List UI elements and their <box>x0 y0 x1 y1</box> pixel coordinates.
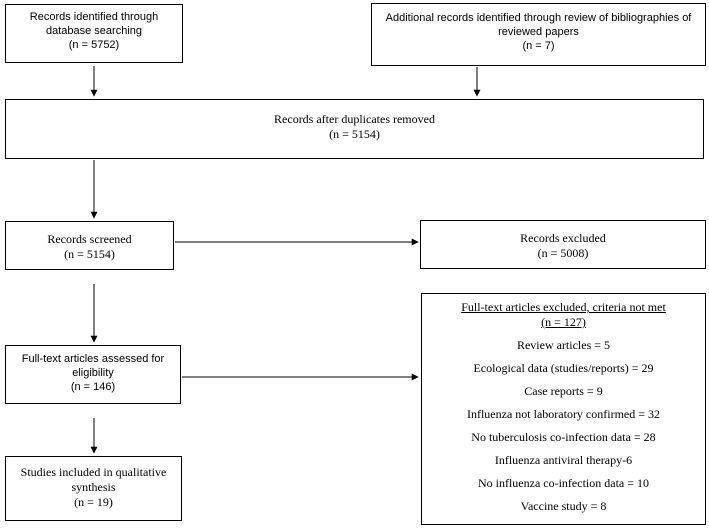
box-line: (n = 5752) <box>68 39 120 51</box>
fulltext-assessed-box: Full-text articles assessed for eligibil… <box>5 345 181 404</box>
exclusion-reason: No tuberculosis co-infection data = 28 <box>471 430 656 444</box>
box-line: eligibility <box>72 367 114 379</box>
box-line: (n = 5154) <box>329 127 380 141</box>
box-line: Records after duplicates removed <box>274 112 435 126</box>
box-line: (n = 19) <box>74 495 113 509</box>
excluded-count: (n = 127) <box>541 315 586 329</box>
exclusion-reason: Influenza antiviral therapy-6 <box>494 453 633 467</box>
studies-included-box: Studies included in qualitative synthesi… <box>5 456 182 521</box>
box-line: Additional records identified through re… <box>385 12 692 24</box>
exclusion-reason: Case reports = 9 <box>524 384 603 398</box>
exclusion-reason: Influenza not laboratory confirmed = 32 <box>466 407 661 421</box>
box-line: Studies included in qualitative <box>20 465 167 479</box>
exclusion-reason: Review articles = 5 <box>516 338 611 352</box>
box-line: (n = 146) <box>70 381 116 393</box>
additional-records-box: Additional records identified through re… <box>371 3 706 66</box>
box-line: Records screened <box>47 232 132 246</box>
exclusion-reason: Vaccine study = 8 <box>520 499 607 513</box>
box-line: Full-text articles assessed for <box>21 353 165 365</box>
exclusion-reason: Ecological data (studies/reports) = 29 <box>473 361 654 375</box>
box-line: (n = 7) <box>522 40 555 52</box>
box-line: Records excluded <box>520 231 606 245</box>
excluded-title: Full-text articles excluded, criteria no… <box>461 300 666 314</box>
box-line: synthesis <box>71 480 116 494</box>
box-line: (n = 5008) <box>537 246 589 260</box>
box-line: database searching <box>45 25 142 37</box>
records-excluded-box: Records excluded (n = 5008) <box>420 220 706 269</box>
exclusion-reason: No influenza co-infection data = 10 <box>477 476 650 490</box>
box-line: reviewed papers <box>498 26 579 38</box>
records-screened-box: Records screened (n = 5154) <box>5 221 174 270</box>
records-identified-database-box: Records identified through database sear… <box>5 4 183 63</box>
records-after-duplicates-box: Records after duplicates removed (n = 51… <box>5 99 704 159</box>
box-line: (n = 5154) <box>64 247 115 261</box>
box-line: Records identified through <box>29 11 159 23</box>
fulltext-excluded-box: Full-text articles excluded, criteria no… <box>421 293 706 525</box>
